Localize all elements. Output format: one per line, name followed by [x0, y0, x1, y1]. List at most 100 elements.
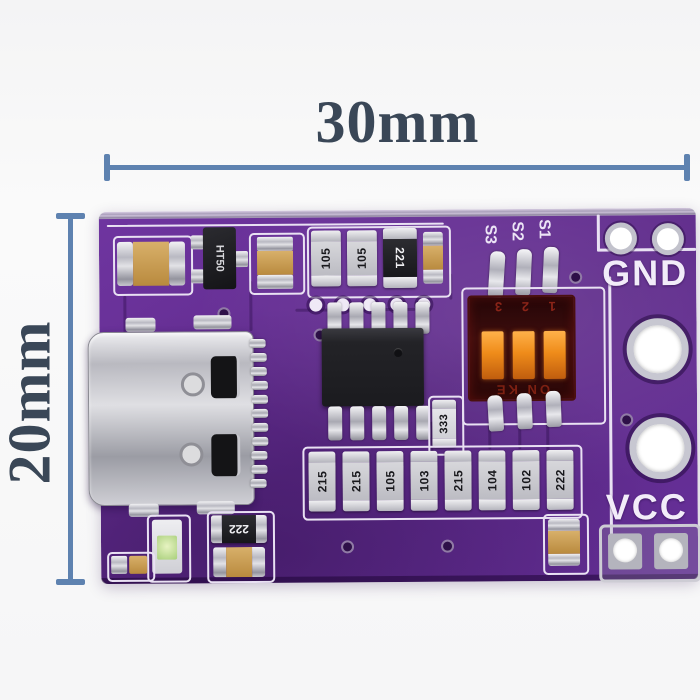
resistor: 333	[432, 399, 457, 448]
resistor: 221	[382, 227, 418, 289]
ic-pin	[328, 406, 343, 441]
capacitor-body	[256, 250, 294, 275]
usb-pin	[251, 394, 269, 405]
resistor-value: 104	[485, 469, 500, 492]
capacitor-terminal	[257, 274, 294, 289]
resistor: 104	[478, 450, 506, 511]
height-dimension-endcap-top	[56, 213, 85, 219]
switch-pin-label: S3	[481, 224, 499, 245]
silkscreen-gnd-bracket-v	[596, 214, 600, 251]
width-dimension-line	[107, 165, 687, 170]
vcc-pad-frame	[598, 523, 700, 583]
led-body	[151, 519, 183, 574]
dip-switch-body: 1 2 3 ON KE	[467, 294, 577, 402]
usb-weld-spot	[179, 442, 204, 467]
gnd-pad	[604, 222, 638, 255]
width-dimension-endcap-left	[104, 154, 110, 181]
transistor-pad	[234, 251, 249, 268]
capacitor-vertical	[547, 518, 581, 566]
transistor-marking: HT50	[213, 244, 226, 272]
switch-pin-label: S1	[535, 219, 553, 239]
usb-shell-cutout	[210, 356, 241, 399]
usb-pin	[251, 464, 268, 475]
usb-pin	[251, 380, 268, 391]
resistor: 105	[310, 230, 342, 287]
resistor-value: 105	[383, 470, 398, 492]
dip-switch-slider-3[interactable]	[543, 330, 566, 379]
dip-switch-pin	[545, 390, 562, 428]
resistor-value: 103	[417, 470, 432, 492]
vcc-label: VCC	[605, 485, 688, 528]
resistor: 105	[346, 230, 378, 287]
resistor-value: 222	[553, 469, 568, 491]
width-dimension-label: 30mm	[315, 89, 480, 155]
resistor: 102	[512, 450, 540, 511]
resistor-value: 222	[228, 522, 249, 537]
usb-shell-cutout	[211, 434, 241, 477]
usb-pin	[250, 478, 267, 489]
capacitor-small	[422, 231, 444, 284]
gnd-label: GND	[602, 251, 689, 294]
resistor-value: 105	[354, 247, 370, 270]
usb-pin	[252, 436, 269, 447]
usb-mount-tab	[193, 315, 232, 330]
usb-pin	[249, 338, 266, 349]
resistor: 222	[546, 449, 574, 510]
capacitor-body	[132, 241, 170, 286]
gnd-pad	[651, 223, 685, 256]
height-dimension-endcap-bottom	[56, 579, 85, 585]
solder-pad	[129, 555, 148, 574]
resistor: 215	[444, 450, 472, 511]
usb-pin	[250, 366, 267, 377]
dip-switch-numbers: 1 2 3	[486, 298, 556, 315]
height-dimension-label: 20mm	[0, 320, 63, 485]
usb-mount-tab	[125, 317, 156, 332]
resistor-value: 215	[315, 470, 330, 493]
via	[441, 539, 455, 553]
board-top-edge	[98, 207, 696, 220]
switch-pin-label: S2	[508, 221, 526, 242]
dip-switch-pin	[487, 394, 505, 432]
resistor: 105	[376, 450, 404, 512]
solder-pad	[111, 555, 128, 575]
ic-pin1-dot	[393, 347, 403, 358]
width-dimension-endcap-right	[684, 154, 690, 181]
usb-pin	[250, 352, 267, 363]
pcb-board: HT50 105 105 221 S	[87, 207, 700, 585]
ic-chip	[321, 327, 425, 407]
resistor: 215	[308, 451, 336, 512]
ic-pin	[394, 405, 409, 441]
resistor-value: 102	[519, 469, 534, 491]
led-lens	[156, 535, 178, 560]
resistor-value: 221	[392, 247, 408, 269]
transistor-body: HT50	[202, 227, 237, 290]
resistor: 103	[410, 450, 438, 511]
via	[620, 413, 634, 427]
capacitor-terminal	[256, 236, 293, 251]
resistor: 215	[342, 451, 370, 512]
resistor-horizontal: 222	[210, 514, 268, 544]
resistor-value: 215	[349, 470, 364, 493]
dip-switch-pin	[516, 392, 533, 430]
solder-pad	[309, 298, 323, 312]
vcc-pad	[658, 538, 684, 563]
height-dimension-line	[68, 216, 73, 582]
mounting-hole	[629, 416, 692, 480]
ic-pin	[350, 406, 365, 441]
usb-pin	[252, 408, 269, 419]
capacitor-horizontal	[213, 546, 266, 578]
usb-pin	[252, 422, 269, 433]
capacitor-terminal	[168, 241, 186, 286]
mounting-hole	[626, 317, 689, 381]
usb-c-connector	[87, 331, 255, 507]
via	[569, 270, 583, 284]
resistor-value: 215	[451, 469, 466, 492]
ic-pin	[372, 406, 387, 441]
resistor-value: 333	[438, 413, 451, 434]
dip-switch-slider-2[interactable]	[512, 331, 535, 380]
resistor-value: 105	[318, 247, 334, 270]
dip-switch-slider-1[interactable]	[481, 331, 504, 380]
vcc-pad	[613, 538, 638, 563]
usb-pin	[251, 450, 268, 461]
